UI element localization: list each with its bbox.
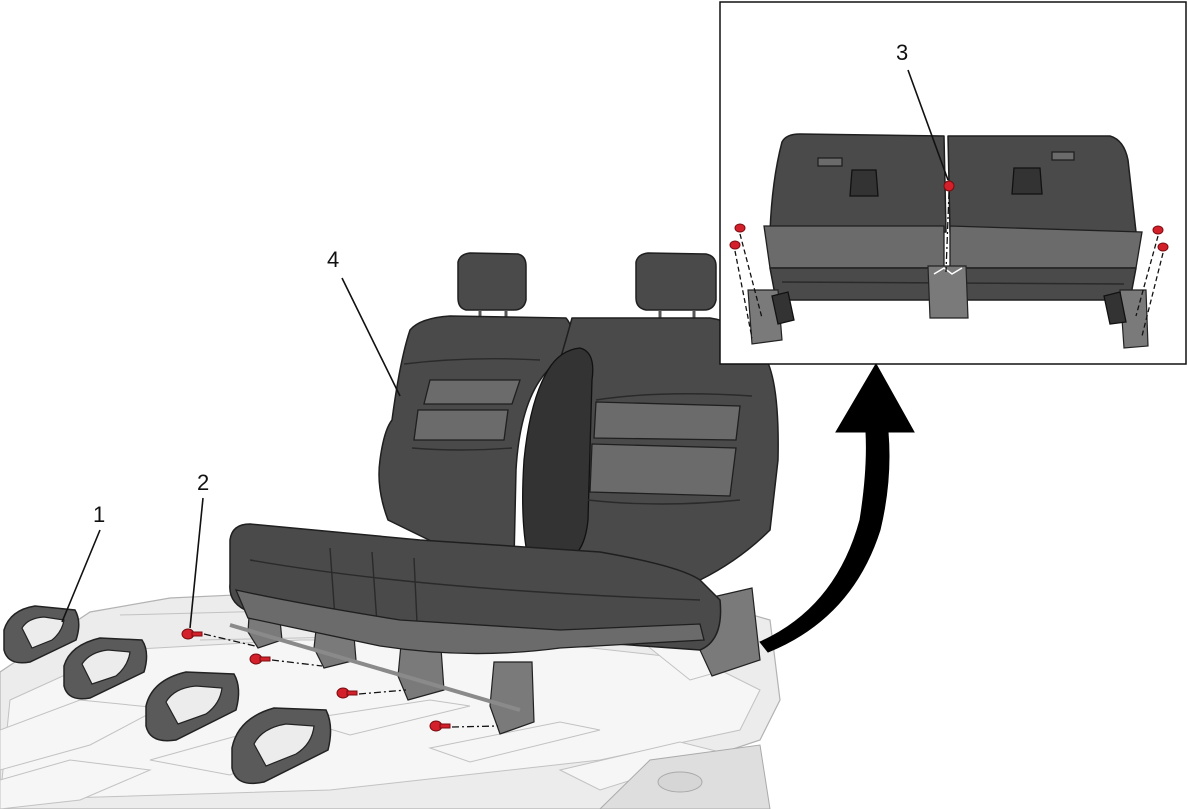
inset-seatback-right — [947, 135, 1137, 233]
headrest-left — [457, 252, 527, 311]
callout-4: 4 — [327, 247, 401, 397]
rear-seat — [229, 252, 779, 655]
callout-2: 2 — [189, 470, 209, 629]
floor-cover — [3, 605, 80, 664]
seat-fasteners — [181, 628, 499, 732]
floor-cover — [145, 671, 240, 742]
callout-3-label: 3 — [896, 40, 908, 65]
inset-detail — [719, 1, 1187, 365]
callout-3: 3 — [896, 40, 949, 181]
floor-covers — [3, 605, 332, 785]
bolt — [429, 720, 499, 732]
bolt — [249, 653, 323, 667]
callout-1: 1 — [61, 502, 105, 623]
detail-arrow — [759, 362, 915, 653]
callout-4-label: 4 — [327, 247, 339, 272]
floor-cover — [231, 707, 332, 785]
headrest-right — [635, 252, 717, 311]
inset-bolt — [1135, 225, 1164, 317]
bolt — [336, 687, 407, 699]
callout-2-label: 2 — [197, 470, 209, 495]
inset-bolt — [1141, 242, 1169, 337]
inset-bolt — [729, 240, 753, 339]
bolt — [181, 628, 256, 647]
inset-bolt — [943, 180, 955, 273]
inset-bolt — [734, 223, 763, 319]
floor-cover — [63, 637, 148, 700]
callout-1-label: 1 — [93, 502, 105, 527]
